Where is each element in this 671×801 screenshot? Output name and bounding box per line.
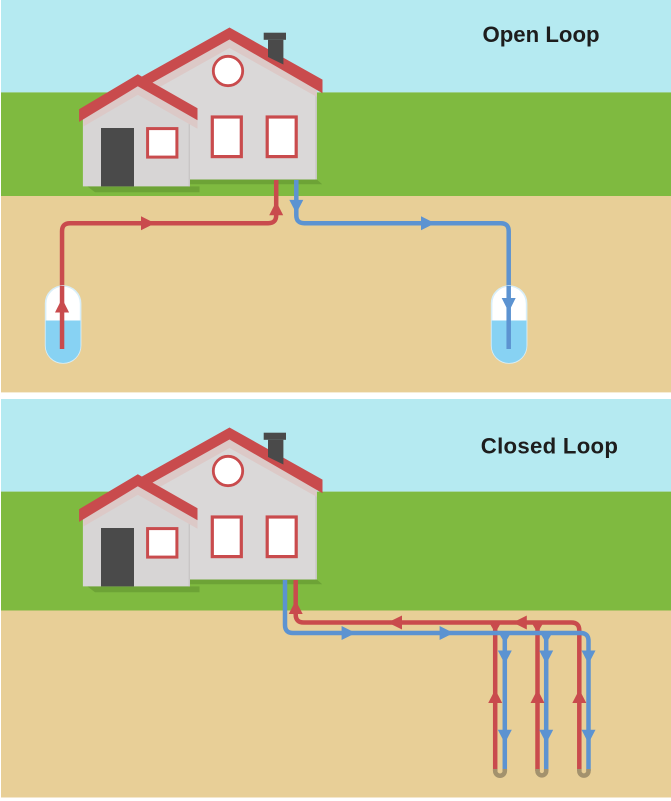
svg-text:Closed Loop: Closed Loop	[481, 434, 618, 459]
svg-text:Open Loop: Open Loop	[483, 22, 600, 47]
